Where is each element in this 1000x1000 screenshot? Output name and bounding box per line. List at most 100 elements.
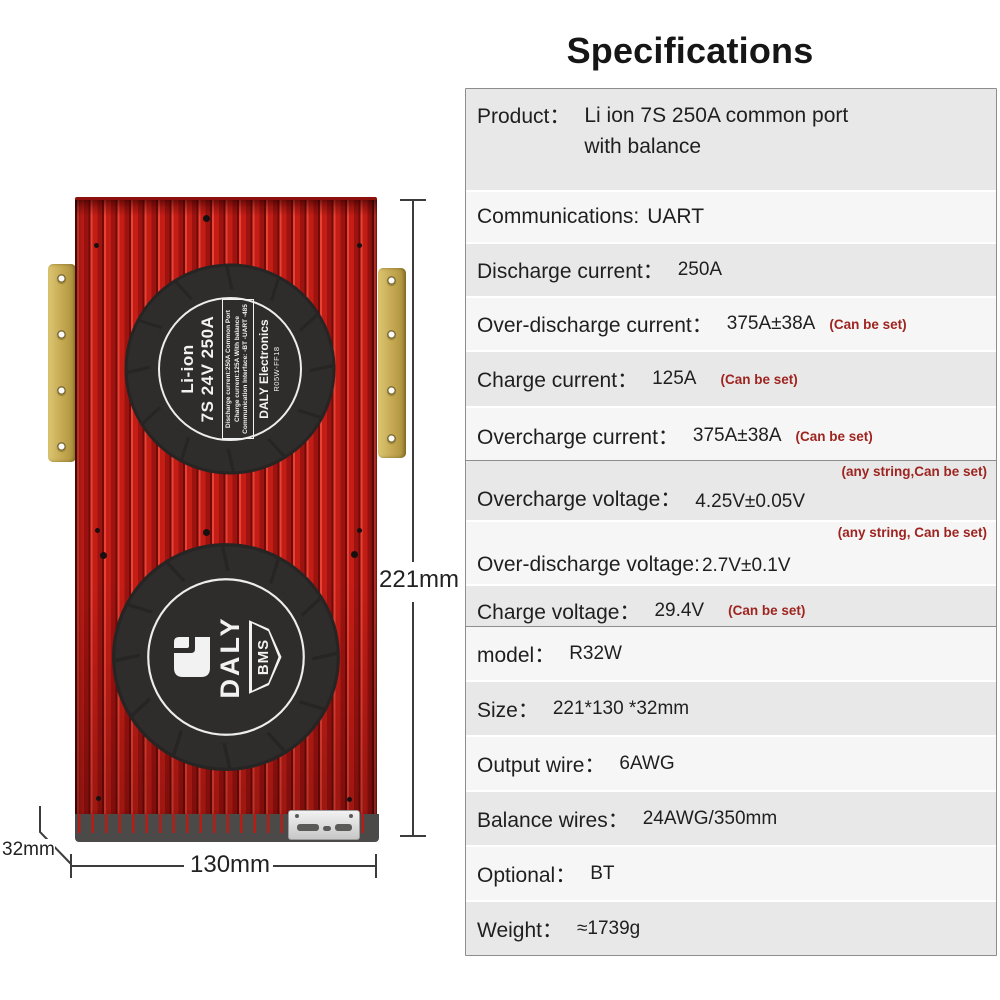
spec-value: 4.25V±0.05V	[695, 491, 806, 512]
spec-note: (Can be set)	[829, 316, 907, 332]
mount-hole	[387, 330, 396, 339]
spec-section-voltages: Overcharge voltage： 4.25V±0.05V (any str…	[465, 460, 997, 636]
screw-hole	[94, 243, 99, 248]
spec-value: 2.7V±0.1V	[701, 555, 791, 576]
screw-hole	[347, 797, 352, 802]
mount-hole	[57, 386, 66, 395]
spec-value: 125A	[652, 368, 697, 389]
spec-row-overcharge-voltage: Overcharge voltage： 4.25V±0.05V (any str…	[466, 461, 996, 522]
screw-hole	[203, 215, 210, 222]
spec-row-product: Product： Li ion 7S 250A common port with…	[466, 89, 996, 192]
spec-row-overdischarge-voltage: Over-discharge voltage: 2.7V±0.1V (any s…	[466, 522, 996, 586]
spec-row-weight: Weight： ≈1739g	[466, 902, 996, 955]
dimension-depth-label: 32mm	[2, 839, 55, 861]
spec-section-currents: Product： Li ion 7S 250A common port with…	[465, 88, 997, 465]
spec-label: Over-discharge current：	[477, 314, 713, 337]
gold-mount-plate-right	[378, 268, 406, 458]
mount-hole	[57, 274, 66, 283]
spec-row-optional: Optional： BT	[466, 847, 996, 902]
spec-label: Weight：	[477, 918, 563, 942]
connector-pin	[349, 814, 353, 818]
spec-row-output-wire: Output wire： 6AWG	[466, 737, 996, 792]
gold-mount-plate-left	[48, 264, 76, 462]
spec-value: ≈1739g	[576, 917, 641, 939]
fan-label-spec-line: Discharge current:250A Common Port	[225, 310, 233, 428]
mount-hole	[387, 434, 396, 443]
spec-label: Output wire：	[477, 753, 606, 777]
spec-label: Overcharge current：	[477, 426, 679, 449]
connector-slot	[335, 824, 352, 831]
spec-value: 375A±38A	[692, 425, 782, 446]
fan-label-brand: DALY Electronics	[256, 319, 271, 419]
spec-value-line2: with balance	[584, 135, 702, 158]
spec-row-size: Size： 221*130 *32mm	[466, 682, 996, 737]
spec-label: Over-discharge voltage:	[477, 553, 700, 576]
daly-logo-icon	[173, 637, 210, 677]
spec-value: 29.4V	[654, 599, 705, 621]
bms-badge: BMS	[249, 620, 282, 694]
spec-section-physical: model： R32W Size： 221*130 *32mm Output w…	[465, 626, 997, 956]
spec-label: Charge voltage：	[477, 600, 641, 624]
spec-note: (any string,Can be set)	[841, 464, 987, 479]
screw-hole	[351, 551, 358, 558]
screw-hole	[100, 552, 107, 559]
spec-row-communications: Communications: UART	[466, 192, 996, 244]
screw-hole	[357, 528, 362, 533]
spec-note: (any string, Can be set)	[837, 525, 987, 540]
bms-badge-text: BMS	[254, 638, 272, 676]
spec-label: Overcharge voltage：	[477, 488, 682, 511]
daly-bms-logo: DALY BMS	[141, 572, 311, 742]
spec-label: Balance wires：	[477, 808, 629, 832]
bms-product-photo	[0, 0, 460, 1000]
spec-value: 6AWG	[619, 752, 675, 774]
spec-value: 375A±38A	[726, 313, 816, 334]
spec-value: R32W	[569, 642, 622, 664]
spec-label: model：	[477, 643, 556, 667]
screw-hole	[203, 529, 210, 536]
bms-badge-inner: BMS	[252, 623, 279, 691]
spec-label: Discharge current：	[477, 260, 664, 283]
mount-hole	[57, 442, 66, 451]
fan-label-rating: 7S 24V 250A	[198, 315, 218, 423]
connector-pin	[295, 814, 299, 818]
fan-label-code: R05W-FF18	[271, 346, 281, 392]
fan-label-chemistry: Li-ion	[178, 344, 198, 394]
spec-row-charge-current: Charge current： 125A (Can be set)	[466, 352, 996, 408]
connector-slot	[297, 824, 319, 831]
spec-row-model: model： R32W	[466, 627, 996, 682]
top-fan-label: Li-ion 7S 24V 250A Discharge current:250…	[150, 289, 310, 449]
spec-label: Communications:	[477, 205, 640, 228]
mount-hole	[387, 276, 396, 285]
daly-logo-text: DALY	[214, 615, 245, 699]
spec-label: Product：	[477, 105, 571, 128]
output-connector	[288, 810, 360, 840]
spec-value: Li ion 7S 250A common port with balance	[584, 100, 848, 162]
spec-note: (Can be set)	[728, 603, 806, 618]
mount-hole	[57, 330, 66, 339]
spec-label: Charge current：	[477, 369, 639, 392]
dimension-height-label: 221mm	[377, 566, 462, 594]
spec-note: (Can be set)	[795, 428, 873, 444]
spec-value: 221*130 *32mm	[552, 697, 690, 719]
spec-note: (Can be set)	[720, 371, 798, 387]
connector-slot	[323, 826, 331, 831]
spec-label: Optional：	[477, 863, 577, 887]
spec-row-overdischarge-current: Over-discharge current： 375A±38A (Can be…	[466, 298, 996, 352]
spec-value-line1: Li ion 7S 250A common port	[584, 104, 849, 127]
fan-label-spec-line: Charge current:125A With balance	[233, 316, 241, 422]
spec-row-discharge-current: Discharge current： 250A	[466, 244, 996, 298]
fan-label-spec-box: Discharge current:250A Common Port Charg…	[222, 299, 254, 439]
screw-hole	[357, 243, 362, 248]
dimension-width-label: 130mm	[187, 851, 274, 879]
spec-value: 250A	[677, 259, 723, 280]
spec-value: 24AWG/350mm	[642, 807, 778, 829]
screw-hole	[96, 796, 101, 801]
screw-hole	[95, 528, 100, 533]
mount-hole	[387, 386, 396, 395]
spec-row-overcharge-current: Overcharge current： 375A±38A (Can be set…	[466, 408, 996, 464]
spec-row-balance-wires: Balance wires： 24AWG/350mm	[466, 792, 996, 847]
page-title: Specifications	[566, 30, 814, 71]
spec-value: BT	[590, 862, 615, 884]
spec-label: Size：	[477, 698, 539, 722]
